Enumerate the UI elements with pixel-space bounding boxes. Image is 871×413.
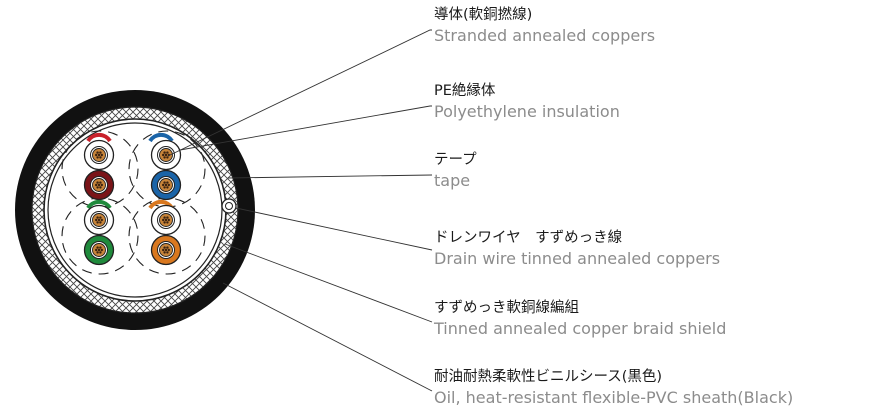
label-tape: テープ tape — [434, 151, 871, 191]
conductor-blue — [150, 169, 182, 201]
drain-wire — [221, 198, 237, 214]
label-drain-wire-jp: ドレンワイヤ すずめっき線 — [434, 230, 623, 246]
conductor-green — [83, 234, 115, 266]
label-insulation-en: Polyethylene insulation — [434, 102, 620, 121]
label-drain-wire-en: Drain wire tinned annealed coppers — [434, 249, 721, 268]
label-conductor: 導体(軟銅撚線) Stranded annealed coppers — [434, 6, 871, 46]
leader-line-drain — [235, 207, 433, 251]
label-insulation: PE絶縁体 Polyethylene insulation — [434, 82, 871, 122]
leader-line-sheath — [222, 282, 433, 392]
label-sheath: 耐油耐熱柔軟性ビニルシース(黒色) Oil, heat-resistant fl… — [434, 368, 871, 408]
label-insulation-jp: PE絶縁体 — [434, 83, 496, 99]
label-tape-en: tape — [434, 171, 471, 190]
leader-lines — [167, 29, 433, 392]
conductor-white-4 — [150, 204, 182, 236]
label-sheath-jp: 耐油耐熱柔軟性ビニルシース(黒色) — [434, 369, 663, 385]
label-drain-wire: ドレンワイヤ すずめっき線 Drain wire tinned annealed… — [434, 229, 871, 269]
conductor-white-1 — [83, 139, 115, 171]
conductors — [83, 139, 182, 266]
conductor-white-2 — [150, 139, 182, 171]
leader-line-tape — [227, 174, 433, 179]
label-conductor-en: Stranded annealed coppers — [434, 26, 656, 45]
conductor-white-3 — [83, 204, 115, 236]
leader-line-braid — [224, 243, 433, 323]
label-braid-jp: すずめっき軟銅線編組 — [434, 300, 579, 316]
conductor-orange — [150, 234, 182, 266]
label-braid-en: Tinned annealed copper braid shield — [434, 319, 727, 338]
label-tape-jp: テープ — [434, 152, 477, 168]
conductor-red — [83, 169, 115, 201]
label-braid: すずめっき軟銅線編組 Tinned annealed copper braid … — [434, 299, 871, 339]
leader-line-insulation — [179, 105, 432, 151]
leader-line-conductor — [167, 29, 432, 157]
label-sheath-en: Oil, heat-resistant flexible-PVC sheath(… — [434, 388, 794, 407]
label-conductor-jp: 導体(軟銅撚線) — [434, 7, 533, 23]
